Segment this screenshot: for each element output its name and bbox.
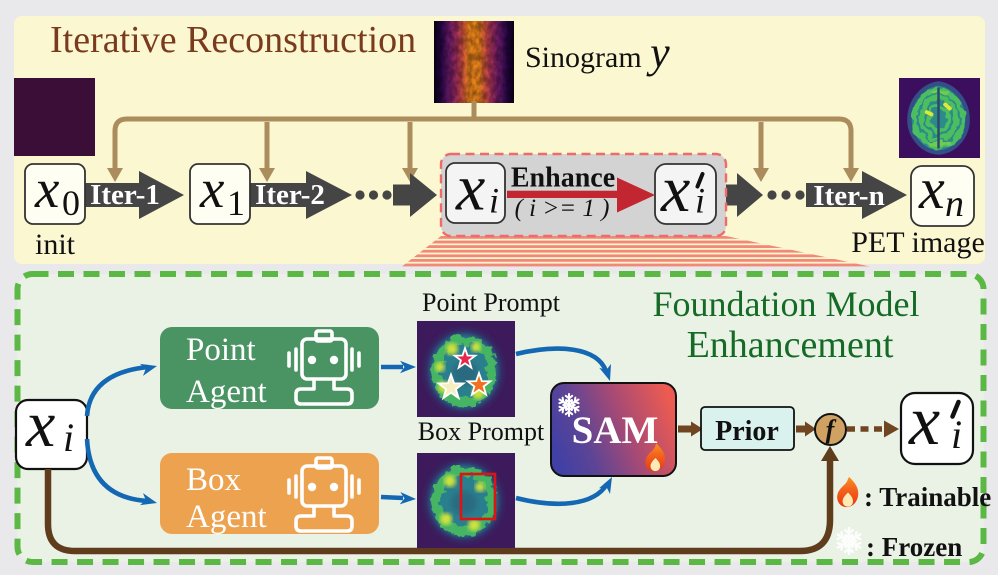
svg-text:n: n xyxy=(945,183,964,225)
svg-text:( i >= 1 ): ( i >= 1 ) xyxy=(515,195,610,222)
svg-text:: Trainable: : Trainable xyxy=(864,482,991,512)
svg-text:x: x xyxy=(455,152,485,225)
svg-text:Foundation Model: Foundation Model xyxy=(653,284,920,324)
svg-text:Iter-n: Iter-n xyxy=(813,180,884,212)
svg-text:Agent: Agent xyxy=(186,374,267,410)
svg-text:i: i xyxy=(695,181,705,221)
svg-text:1: 1 xyxy=(227,183,245,223)
svg-text:SAM: SAM xyxy=(572,409,659,452)
svg-text:x: x xyxy=(199,158,225,219)
svg-text:x: x xyxy=(918,156,945,221)
svg-text:x: x xyxy=(25,388,55,461)
svg-text:Prior: Prior xyxy=(715,416,779,447)
svg-text:x: x xyxy=(660,153,690,226)
svg-text:0: 0 xyxy=(62,183,80,223)
svg-text:i: i xyxy=(951,412,962,457)
svg-text:: Frozen: : Frozen xyxy=(866,532,962,562)
svg-text:Point: Point xyxy=(186,332,256,368)
svg-text:Enhancement: Enhancement xyxy=(687,324,894,366)
svg-text:Box Prompt: Box Prompt xyxy=(418,417,545,446)
svg-text:Agent: Agent xyxy=(186,499,267,535)
svg-text:Iterative Reconstruction: Iterative Reconstruction xyxy=(50,19,416,61)
svg-text:i: i xyxy=(63,415,74,460)
svg-text:Box: Box xyxy=(186,462,242,498)
svg-text:f: f xyxy=(826,415,837,444)
svg-text:Enhance: Enhance xyxy=(511,163,615,194)
svg-text:x: x xyxy=(34,158,60,219)
svg-text:Iter-1: Iter-1 xyxy=(90,179,160,211)
svg-text:x: x xyxy=(908,383,940,460)
svg-text:Point Prompt: Point Prompt xyxy=(422,288,561,317)
svg-text:i: i xyxy=(489,181,499,221)
svg-text:init: init xyxy=(35,228,76,261)
svg-text:Iter-2: Iter-2 xyxy=(255,179,325,211)
svg-text:PET image: PET image xyxy=(851,226,985,259)
